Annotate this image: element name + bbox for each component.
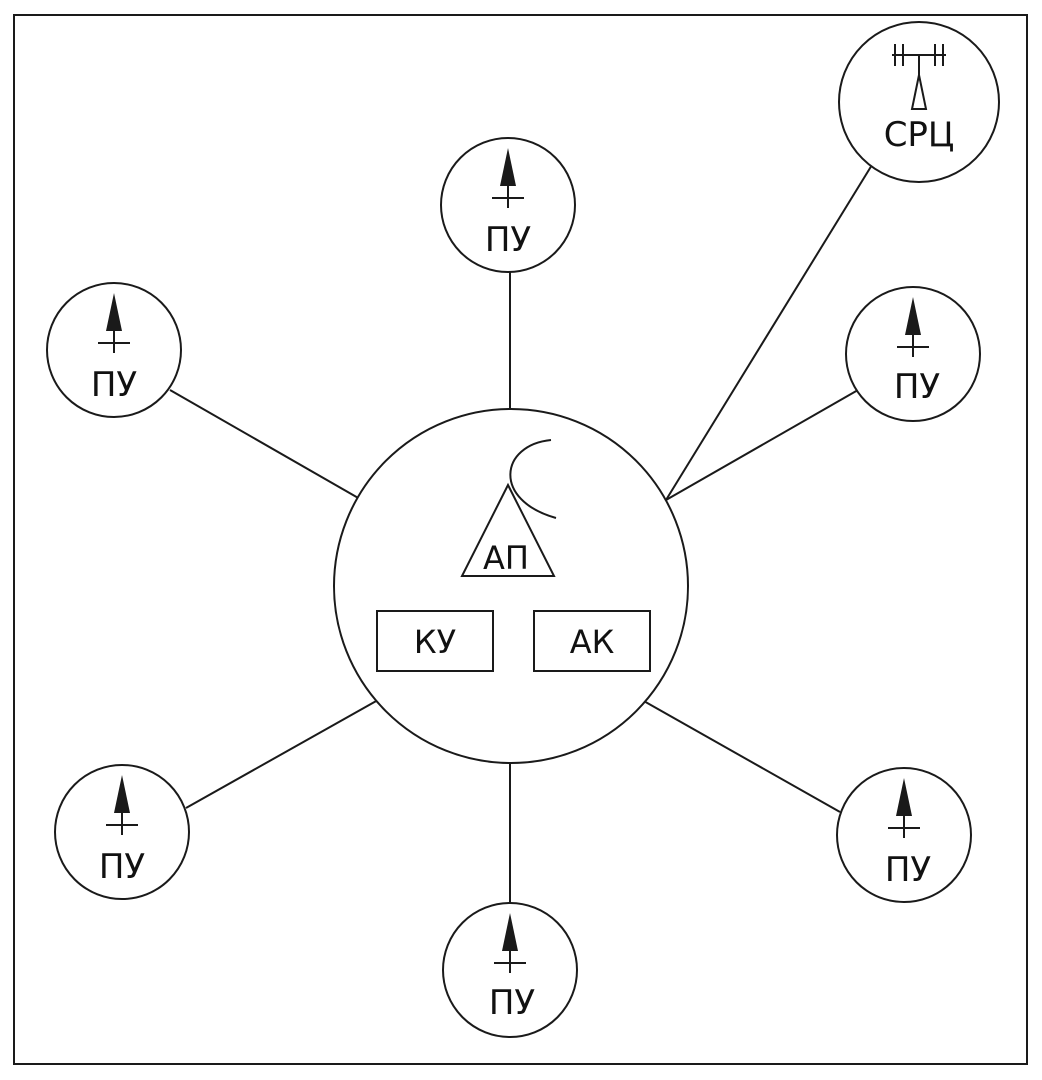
pu-node-lower-left: ПУ bbox=[54, 764, 190, 900]
ap-triangle bbox=[460, 482, 556, 577]
pu-node-bottom: ПУ bbox=[442, 902, 578, 1038]
ak-box bbox=[533, 610, 651, 672]
antenna-arc-icon bbox=[509, 439, 557, 519]
pu-label: ПУ bbox=[485, 220, 532, 260]
diagram-frame bbox=[13, 14, 1028, 1065]
pu-label: ПУ bbox=[99, 847, 146, 887]
pu-label: ПУ bbox=[91, 365, 138, 405]
antenna-arrow-icon bbox=[494, 913, 526, 973]
pu-label: ПУ bbox=[489, 983, 536, 1023]
src-circle bbox=[838, 21, 1000, 183]
antenna-arrow-icon bbox=[106, 775, 138, 835]
link-lower-left bbox=[185, 699, 379, 809]
connections bbox=[169, 159, 876, 910]
link-corner bbox=[665, 159, 876, 501]
src-label: СРЦ bbox=[884, 115, 955, 155]
src-node-corner: СРЦ bbox=[838, 21, 1000, 183]
pu-node-upper-left: ПУ bbox=[46, 282, 182, 418]
pu-node-lower-right: ПУ bbox=[836, 767, 972, 903]
link-upper-left bbox=[169, 389, 361, 500]
ku-box bbox=[376, 610, 494, 672]
antenna-arrow-icon bbox=[98, 293, 130, 353]
central-node: АП КУ АК bbox=[333, 408, 689, 764]
antenna-arrow-icon bbox=[897, 297, 929, 357]
link-lower-right bbox=[641, 699, 841, 813]
pu-label: ПУ bbox=[894, 367, 941, 407]
central-circle bbox=[333, 408, 689, 764]
antenna-arrow-icon bbox=[888, 778, 920, 838]
ap-label: АП bbox=[483, 539, 529, 577]
ku-label: КУ bbox=[414, 623, 456, 661]
pu-node-top: ПУ bbox=[440, 137, 576, 273]
link-upper-right bbox=[665, 389, 859, 501]
antenna-arrow-icon bbox=[492, 148, 524, 208]
pu-label: ПУ bbox=[885, 850, 932, 890]
mast-antenna-icon bbox=[892, 44, 946, 110]
pu-node-upper-right: ПУ bbox=[845, 286, 981, 422]
ak-label: АК bbox=[570, 623, 615, 661]
